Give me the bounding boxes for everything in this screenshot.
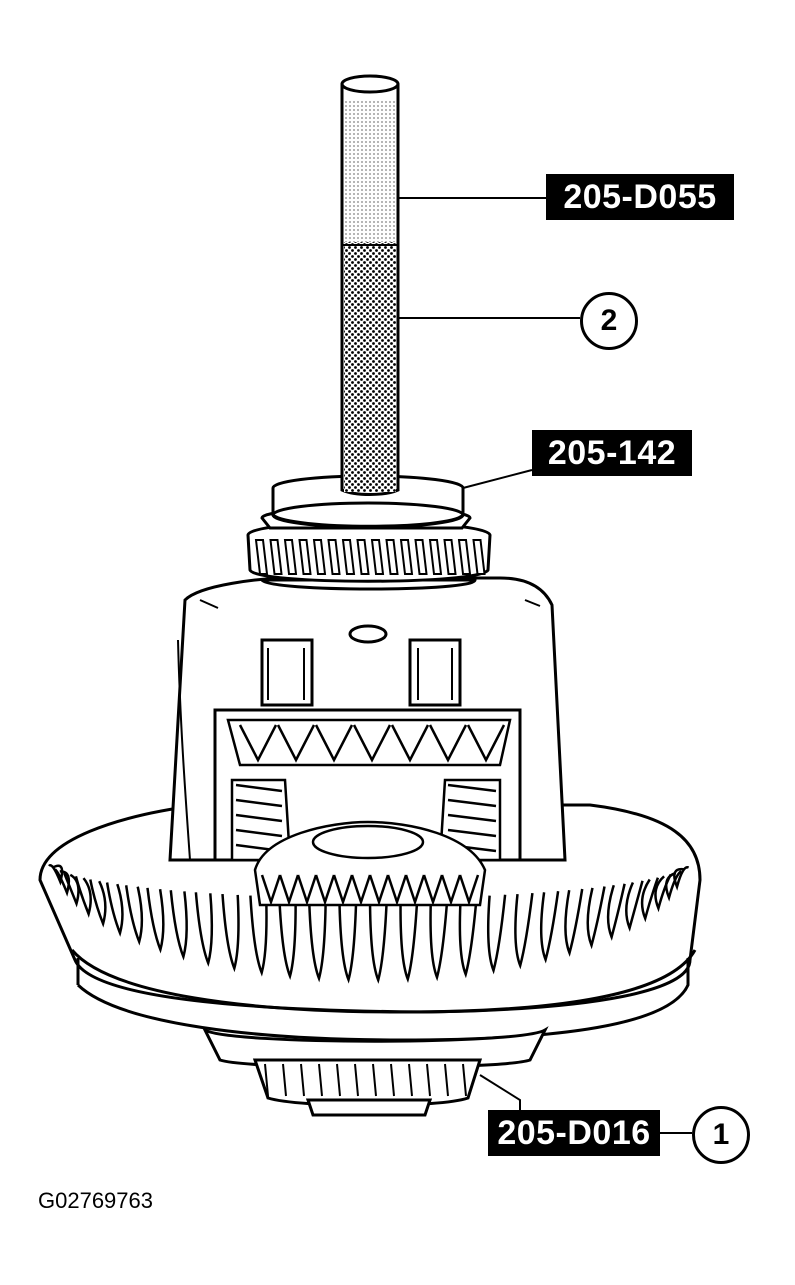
side-gears	[226, 718, 512, 907]
label-205-D055: 205-D055	[546, 174, 734, 220]
label-205-D016: 205-D016	[488, 1110, 660, 1156]
callout-1: 1	[692, 1106, 750, 1164]
bottom-bearing	[201, 1026, 549, 1117]
label-205-142: 205-142	[532, 430, 692, 476]
figure-id: G02769763	[38, 1188, 153, 1213]
callout-2: 2	[580, 292, 638, 350]
push-rod	[340, 74, 400, 496]
leader-lines	[398, 197, 692, 1134]
